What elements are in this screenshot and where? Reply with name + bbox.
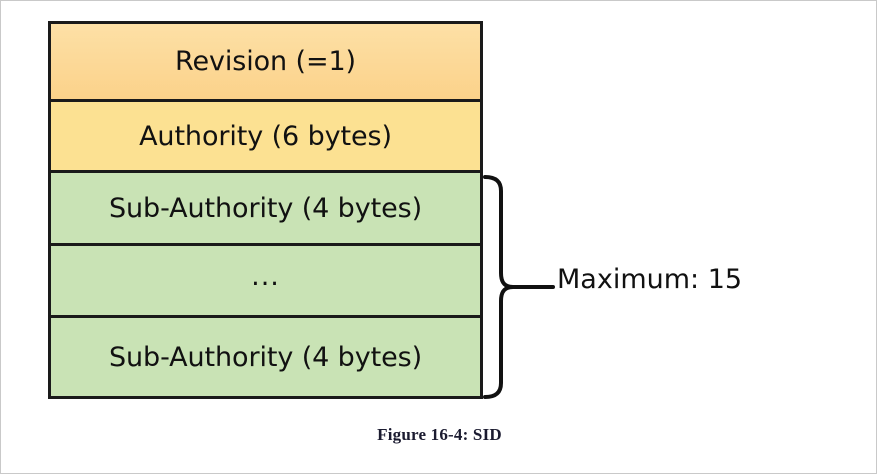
sid-field-sub-authority-first-label: Sub-Authority (4 bytes): [109, 192, 422, 224]
sid-field-sub-authority-last: Sub-Authority (4 bytes): [51, 315, 480, 396]
sid-field-authority: Authority (6 bytes): [51, 99, 480, 170]
sid-field-sub-authority-continuation: ...: [51, 243, 480, 315]
ellipsis-icon: ...: [251, 261, 280, 292]
curly-brace-right-icon: [483, 175, 555, 399]
sid-field-authority-label: Authority (6 bytes): [139, 120, 392, 152]
sid-field-revision: Revision (=1): [51, 24, 480, 99]
sid-field-sub-authority-first: Sub-Authority (4 bytes): [51, 170, 480, 243]
figure-caption: Figure 16-4: SID: [377, 425, 502, 444]
max-sub-authority-label: Maximum: 15: [557, 264, 743, 295]
sid-structure-diagram: Revision (=1) Authority (6 bytes) Sub-Au…: [48, 21, 483, 399]
sid-field-revision-label: Revision (=1): [175, 46, 356, 77]
max-sub-authority-annotation: Maximum: 15: [483, 173, 783, 403]
sid-field-sub-authority-last-label: Sub-Authority (4 bytes): [109, 341, 422, 373]
